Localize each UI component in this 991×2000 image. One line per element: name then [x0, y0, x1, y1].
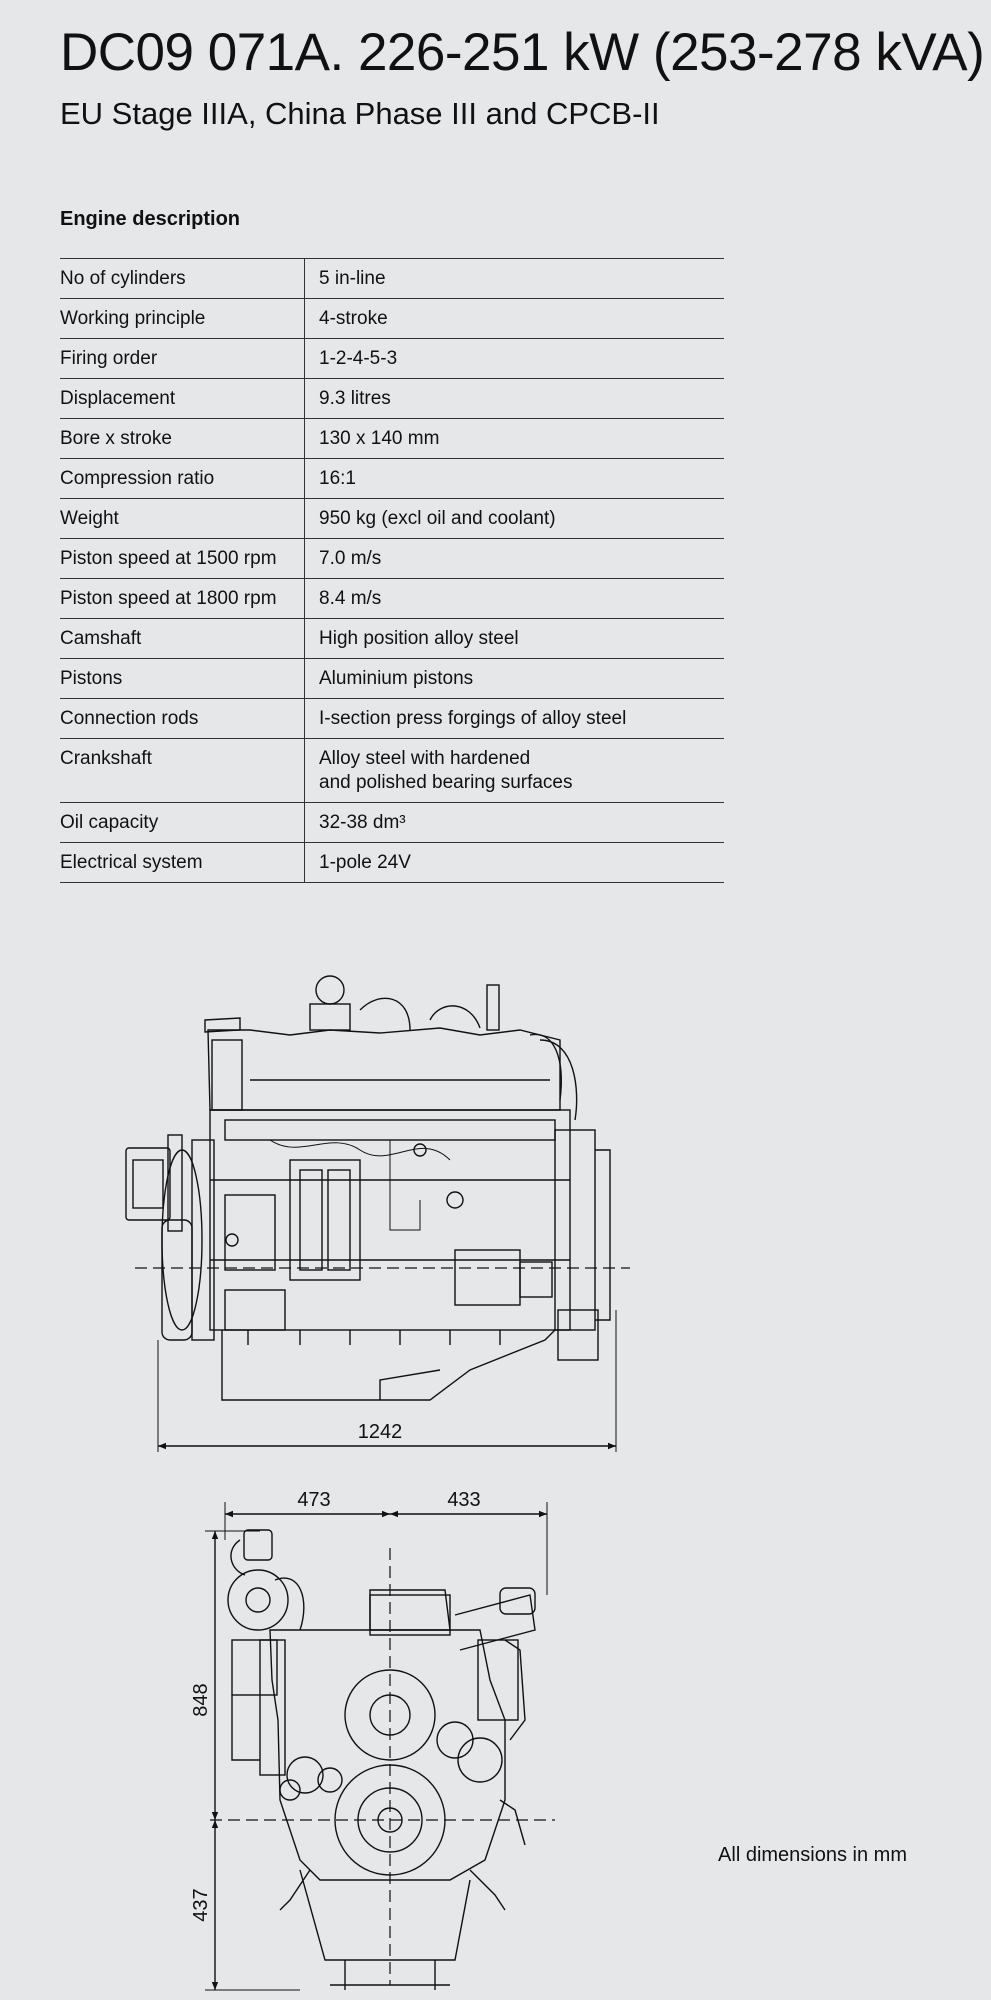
spec-label: Working principle [60, 298, 305, 339]
spec-label: Piston speed at 1800 rpm [60, 578, 305, 619]
table-row: Pistons Aluminium pistons [60, 658, 724, 699]
spec-value: High position alloy steel [304, 618, 724, 659]
table-row: Electrical system 1-pole 24V [60, 842, 724, 883]
front-lower-label: 437 [190, 1888, 212, 1921]
engine-spec-table: No of cylinders 5 in-line Working princi… [60, 258, 724, 883]
page-subtitle: EU Stage IIIA, China Phase III and CPCB-… [60, 96, 660, 131]
spec-value: Aluminium pistons [304, 658, 724, 699]
spec-value-line: and polished bearing surfaces [319, 772, 573, 793]
spec-label: Weight [60, 498, 305, 539]
engine-description-heading: Engine description [60, 208, 241, 230]
engine-side-view [125, 975, 611, 1401]
table-row: Working principle 4-stroke [60, 298, 724, 339]
spec-value: 16:1 [304, 458, 724, 499]
spec-value: 1-pole 24V [304, 842, 724, 883]
front-left-label: 473 [297, 1489, 330, 1511]
spec-value: 32-38 dm³ [304, 802, 724, 843]
spec-label: No of cylinders [60, 258, 305, 299]
spec-value: 130 x 140 mm [304, 418, 724, 459]
spec-value: 7.0 m/s [304, 538, 724, 579]
spec-value: 9.3 litres [304, 378, 724, 419]
table-row: Connection rods I-section press forgings… [60, 698, 724, 739]
spec-label: Pistons [60, 658, 305, 699]
engine-front-view [227, 1529, 536, 1990]
table-row: Oil capacity 32-38 dm³ [60, 802, 724, 843]
spec-value: 1-2-4-5-3 [304, 338, 724, 379]
table-row: No of cylinders 5 in-line [60, 258, 724, 299]
table-row: Piston speed at 1500 rpm 7.0 m/s [60, 538, 724, 579]
spec-value: 950 kg (excl oil and coolant) [304, 498, 724, 539]
table-row: Camshaft High position alloy steel [60, 618, 724, 659]
table-row: Displacement 9.3 litres [60, 378, 724, 419]
side-length-label: 1242 [358, 1421, 403, 1443]
spec-label: Bore x stroke [60, 418, 305, 459]
front-right-label: 433 [447, 1489, 480, 1511]
spec-value: 5 in-line [304, 258, 724, 299]
spec-label: Compression ratio [60, 458, 305, 499]
table-row: Weight 950 kg (excl oil and coolant) [60, 498, 724, 539]
page-title: DC09 071A. 226-251 kW (253-278 kVA) [60, 23, 985, 82]
spec-label: Crankshaft [60, 738, 305, 803]
table-row: Compression ratio 16:1 [60, 458, 724, 499]
spec-value-line: Alloy steel with hardened [319, 748, 531, 769]
table-row: Bore x stroke 130 x 140 mm [60, 418, 724, 459]
spec-label: Oil capacity [60, 802, 305, 843]
spec-label: Camshaft [60, 618, 305, 659]
spec-label: Displacement [60, 378, 305, 419]
spec-label: Connection rods [60, 698, 305, 739]
spec-label: Piston speed at 1500 rpm [60, 538, 305, 579]
spec-value: 4-stroke [304, 298, 724, 339]
spec-label: Firing order [60, 338, 305, 379]
spec-value: Alloy steel with hardened and polished b… [304, 738, 724, 803]
table-row: Firing order 1-2-4-5-3 [60, 338, 724, 379]
spec-label: Electrical system [60, 842, 305, 883]
table-row: Crankshaft Alloy steel with hardened and… [60, 738, 724, 803]
dimensions-note: All dimensions in mm [718, 1844, 907, 1866]
spec-value: I-section press forgings of alloy steel [304, 698, 724, 739]
spec-value: 8.4 m/s [304, 578, 724, 619]
front-upper-label: 848 [190, 1683, 212, 1716]
table-row: Piston speed at 1800 rpm 8.4 m/s [60, 578, 724, 619]
